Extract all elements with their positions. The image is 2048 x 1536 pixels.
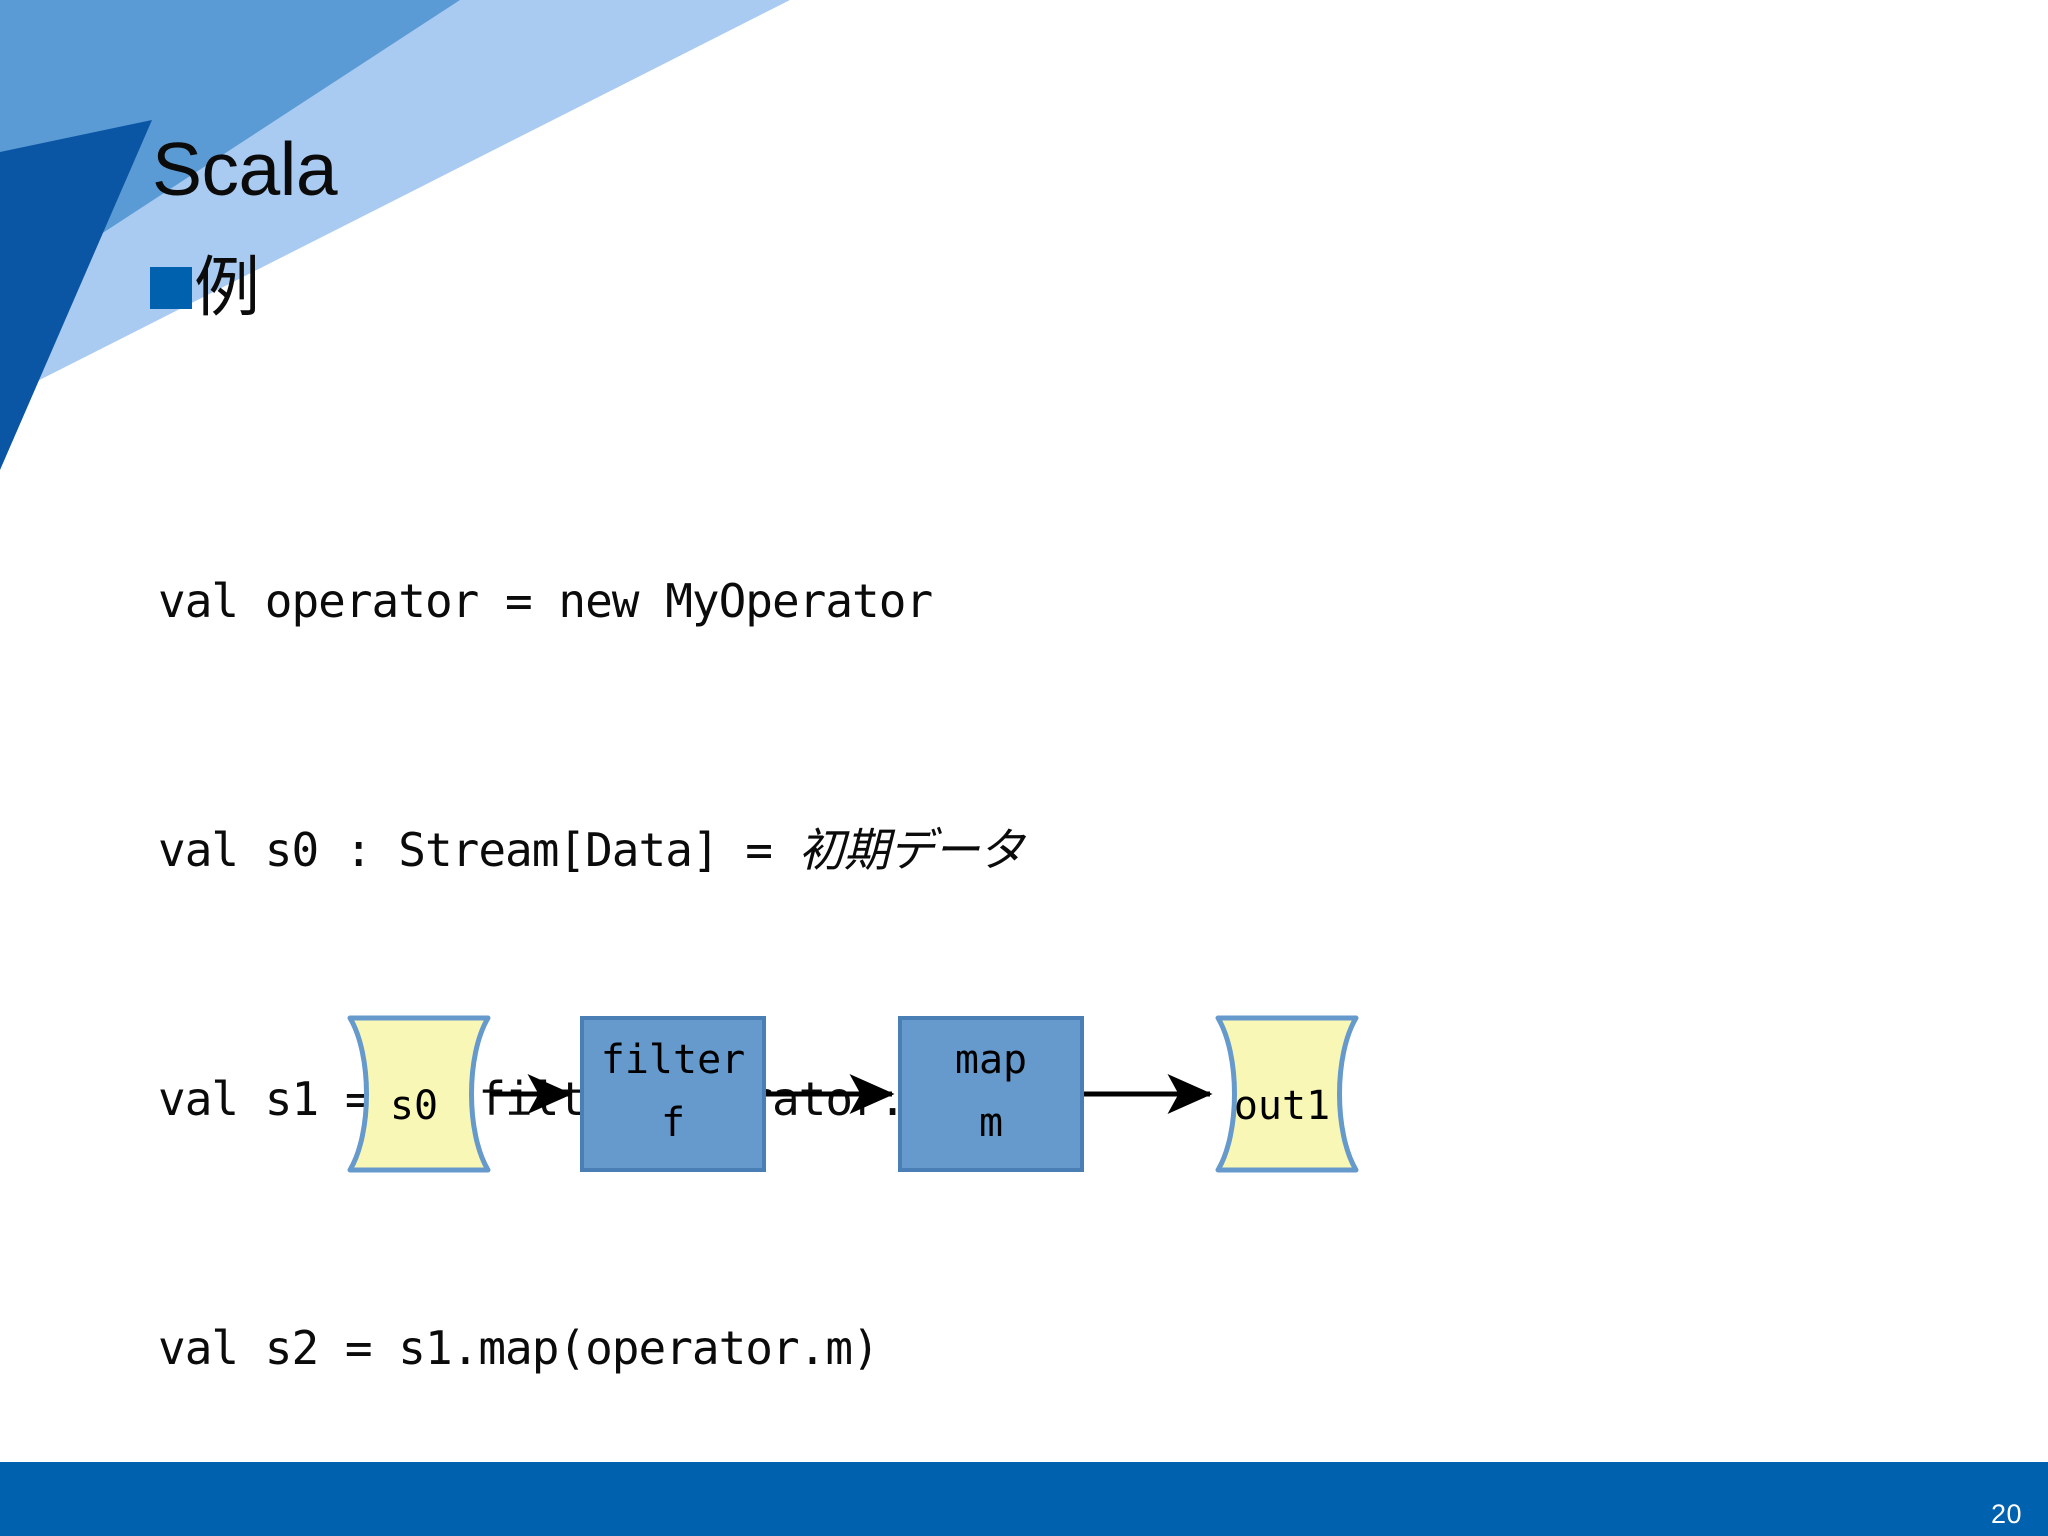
diagram-node-filter-label-line2: f [661, 1100, 685, 1146]
stored-data-shape-out1 [1215, 1015, 1359, 1173]
deco-dark-blue-wedge [0, 120, 152, 470]
diagram-node-filter-label-line1: filter [601, 1037, 746, 1083]
process-shape-map [898, 1016, 1084, 1172]
bullet-heading: 例 [150, 255, 260, 321]
code-line-4-text: val s2 = s1.map(operator.m) [158, 1321, 880, 1375]
code-line-2: val s0 : Stream[Data] = 初期データ [158, 809, 1025, 892]
diagram-node-map-label-line1: map [955, 1037, 1027, 1083]
diagram-node-map[interactable]: map m [898, 1016, 1084, 1172]
page-title: Scala [152, 127, 338, 211]
page-number: 20 [1990, 1499, 2022, 1529]
diagram-node-out1[interactable]: out1 [1215, 1015, 1359, 1173]
stored-data-shape-s0 [347, 1015, 491, 1173]
flow-diagram: s0 filter f map m out1 [347, 1015, 1359, 1173]
code-line-4: val s2 = s1.map(operator.m) [158, 1307, 1024, 1390]
diagram-node-filter[interactable]: filter f [580, 1016, 766, 1172]
square-bullet-icon [150, 267, 192, 309]
process-shape-filter [580, 1016, 766, 1172]
diagram-node-out1-label: out1 [1234, 1083, 1330, 1129]
code-line-2-jp: 初期データ [798, 823, 1025, 877]
deco-light-blue-wedge [0, 0, 790, 400]
code-block: val operator = new MyOperator val s0 : S… [158, 394, 1025, 1536]
code-line-1: val operator = new MyOperator [158, 560, 1024, 643]
bullet-heading-label: 例 [194, 249, 260, 326]
code-line-2-text: val s0 : Stream[Data] = [158, 823, 799, 877]
diagram-node-map-label-line2: m [979, 1100, 1003, 1146]
bottom-band [0, 1462, 2048, 1536]
code-line-1-text: val operator = new MyOperator [158, 574, 933, 628]
diagram-node-s0[interactable]: s0 [347, 1015, 491, 1173]
diagram-node-s0-label: s0 [390, 1083, 438, 1129]
